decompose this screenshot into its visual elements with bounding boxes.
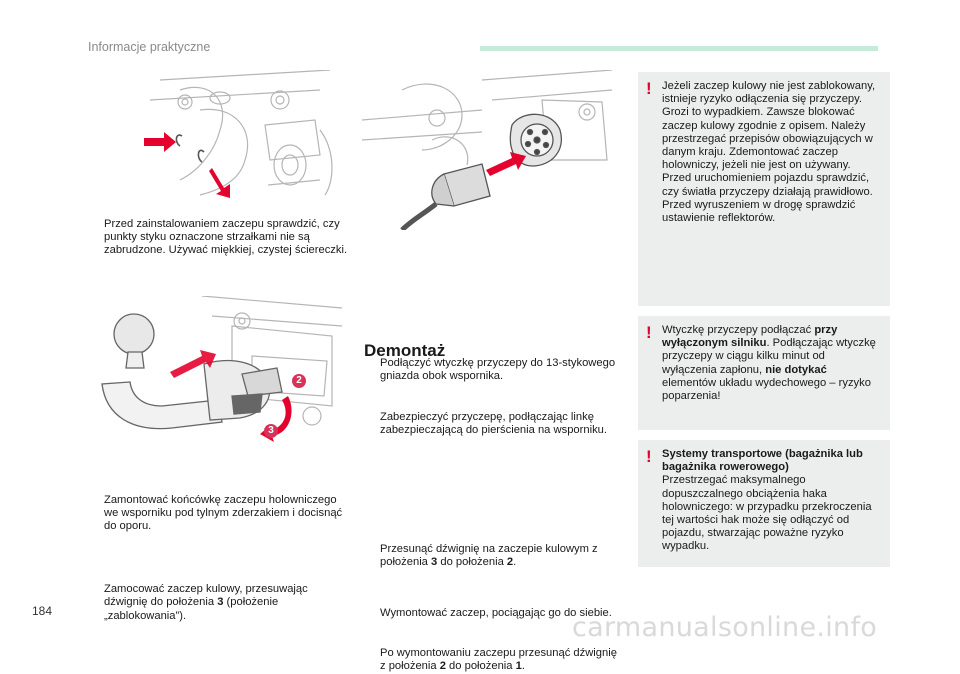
figure-contact-points bbox=[140, 70, 340, 200]
instruction-lock-towbar: Zamocować zaczep kulowy, przesuwając dźw… bbox=[104, 583, 308, 622]
figure-trailer-socket bbox=[362, 70, 616, 230]
instruction-move-lever: Przesunąć dźwignię na zaczepie kulowym z… bbox=[380, 542, 598, 568]
instruction-reset-lever: Po wymontowaniu zaczepu przesunąć dźwign… bbox=[380, 647, 617, 673]
section-title: Informacje praktyczne bbox=[88, 40, 211, 54]
header-accent-bar bbox=[480, 46, 878, 51]
warning-icon: ! bbox=[646, 447, 652, 466]
instruction-safety-cable: Zabezpieczyć przyczepę, podłączając link… bbox=[380, 411, 607, 437]
position-label-2: 2 bbox=[292, 374, 306, 388]
figure-towbar-insert bbox=[92, 296, 342, 444]
position-label-3: 3 bbox=[264, 424, 278, 438]
warning-box-locking: ! Jeżeli zaczep kulowy nie jest zablokow… bbox=[638, 72, 890, 306]
watermark: carmanualsonline.info bbox=[572, 612, 878, 643]
warning-title: Systemy transportowe (bagażnika lub baga… bbox=[662, 448, 863, 474]
warning-text: Systemy transportowe (bagażnika lub baga… bbox=[662, 448, 872, 553]
warning-box-exhaust: ! Wtyczkę przyczepy podłączać przy wyłąc… bbox=[638, 316, 890, 430]
page-number: 184 bbox=[32, 604, 53, 618]
warning-icon: ! bbox=[646, 323, 652, 342]
warning-text: Wtyczkę przyczepy podłączać przy wyłączo… bbox=[662, 324, 876, 403]
warning-box-carriers: ! Systemy transportowe (bagażnika lub ba… bbox=[638, 440, 890, 567]
warning-icon: ! bbox=[646, 79, 652, 98]
instruction-remove-towbar: Wymontować zaczep, pociągając go do sieb… bbox=[380, 607, 612, 620]
instruction-connect-plug: Podłączyć wtyczkę przyczepy do 13-stykow… bbox=[380, 356, 616, 383]
instruction-mount-towbar: Zamontować końcówkę zaczepu holowniczego… bbox=[104, 493, 343, 533]
instruction-clean-contacts: Przed zainstalowaniem zaczepu sprawdzić,… bbox=[104, 218, 348, 257]
warning-text: Jeżeli zaczep kulowy nie jest zablokowan… bbox=[662, 80, 876, 225]
section-heading-removal: Demontaż bbox=[364, 341, 446, 360]
